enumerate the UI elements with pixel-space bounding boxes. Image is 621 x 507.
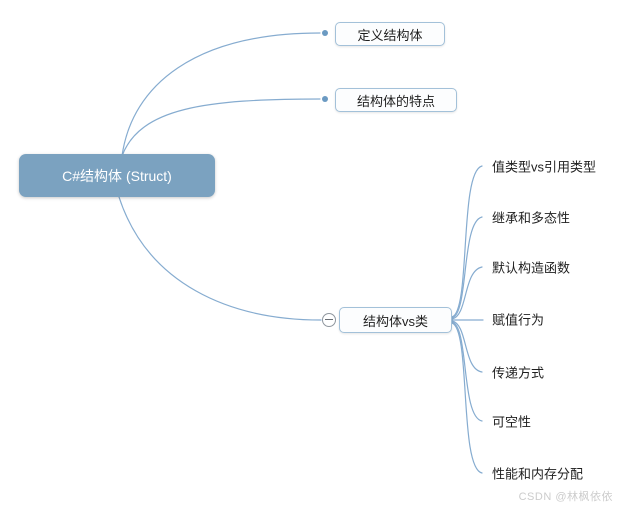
branch-label: 结构体的特点: [356, 93, 435, 109]
leaf-topic-passing-method[interactable]: 传递方式: [492, 365, 545, 381]
branch-node-define-struct[interactable]: 定义结构体: [335, 22, 445, 46]
leaf-topic-inheritance-polymorphism[interactable]: 继承和多态性: [492, 210, 571, 226]
branch-label: 结构体vs类: [362, 313, 428, 329]
connector-endpoint-dot: [322, 30, 328, 36]
leaf-topic-default-constructor[interactable]: 默认构造函数: [492, 260, 571, 276]
branch-node-struct-features[interactable]: 结构体的特点: [335, 88, 457, 112]
leaf-topic-nullability[interactable]: 可空性: [492, 414, 532, 430]
leaf-topic-performance-memory[interactable]: 性能和内存分配: [492, 466, 584, 482]
connector-root-to-vsclass: [118, 196, 322, 321]
root-topic-label: C#结构体 (Struct): [62, 167, 172, 184]
minus-circle-icon[interactable]: [322, 313, 336, 327]
leaf-topic-value-vs-reference[interactable]: 值类型vs引用类型: [492, 159, 597, 175]
connector-leaf-nullability: [451, 321, 483, 422]
csdn-watermark: CSDN @林枫依依: [518, 491, 613, 503]
connector-leaf-passing: [451, 320, 483, 373]
connector-root-to-features: [121, 98, 321, 157]
connector-endpoint-dot: [322, 96, 328, 102]
connector-leaf-inheritance: [451, 216, 483, 319]
branch-node-struct-vs-class[interactable]: 结构体vs类: [339, 307, 452, 333]
connector-leaf-default-ctor: [451, 266, 483, 320]
leaf-topic-assignment-behavior[interactable]: 赋值行为: [492, 312, 545, 328]
branch-label: 定义结构体: [357, 27, 423, 43]
root-topic-node[interactable]: C#结构体 (Struct): [19, 154, 215, 197]
connector-leaf-value-vs-ref: [451, 165, 483, 318]
connector-root-to-define: [121, 32, 321, 157]
connector-leaf-performance: [451, 322, 483, 474]
